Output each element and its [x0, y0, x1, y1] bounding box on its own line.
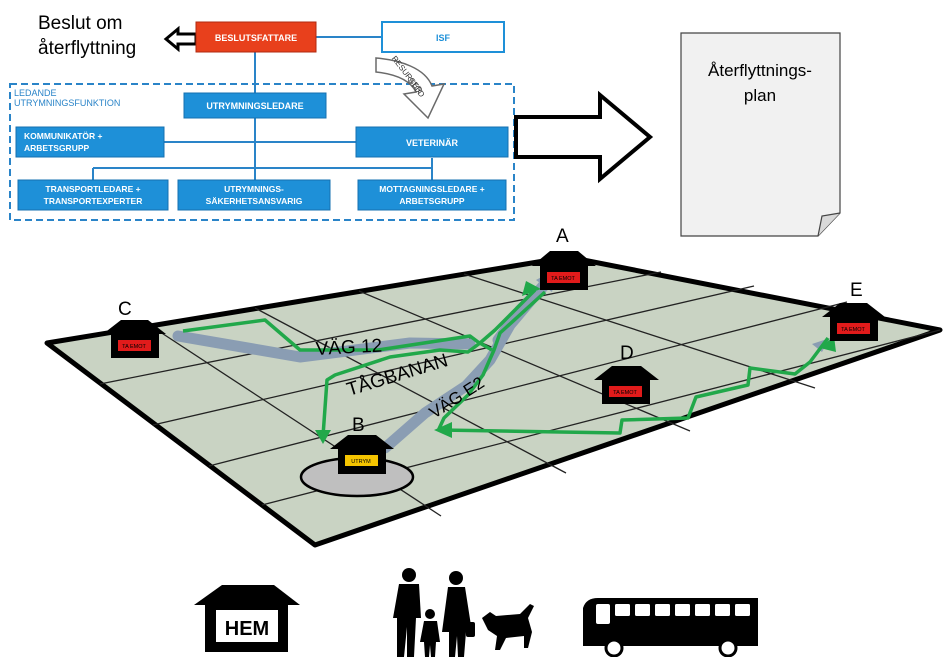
house-b: UTRYM — [330, 435, 394, 474]
decision-label-line2: återflyttning — [38, 38, 136, 59]
evacuation-leader-box — [183, 92, 327, 119]
arrow-left-outline-icon — [163, 25, 198, 53]
house-e: TA EMOT — [822, 303, 885, 341]
house-c-label: C — [118, 299, 132, 320]
reception-label-line1: MOTTAGNINGSLEDARE + — [379, 184, 484, 194]
house-a-label: A — [556, 226, 569, 247]
route-arrow-head-icon — [315, 430, 331, 444]
house-c-sign: TA EMOT — [122, 344, 146, 350]
decision-maker-box — [195, 21, 317, 53]
map-ground — [44, 254, 943, 548]
arrow-right-outline-icon — [514, 90, 654, 184]
house-d-label: D — [620, 343, 634, 364]
home-label: HEM — [225, 618, 269, 640]
transport-leader-box — [17, 179, 169, 211]
transport-label-line1: TRANSPORTLEDARE + — [45, 184, 140, 194]
house-b-label: B — [352, 415, 365, 436]
decision-maker-label: BESLUTSFATTARE — [215, 33, 297, 43]
plan-title-line2: plan — [744, 86, 776, 105]
communicator-label-line1: KOMMUNIKATÖR + — [24, 131, 102, 141]
evacuation-leader-label: UTRYMNINGSLEDARE — [206, 101, 303, 111]
house-d: TA EMOT — [594, 366, 659, 404]
house-d-sign: TA EMOT — [613, 390, 637, 396]
reception-leader-box — [357, 179, 507, 211]
family-with-dog-icon — [393, 568, 534, 657]
communicator-label-line2: ARBETSGRUPP — [24, 143, 90, 153]
safety-label-line1: UTRYMNINGS- — [224, 184, 284, 194]
house-icon: HEM — [194, 585, 300, 652]
plan-document-fold — [817, 212, 841, 237]
safety-label-line2: SÄKERHETSANSVARIG — [206, 196, 303, 206]
group-title-line2: UTRYMNINGSFUNKTION — [14, 98, 120, 108]
veterinarian-label: VETERINÄR — [406, 138, 459, 148]
transport-label-line2: TRANSPORTEXPERTER — [44, 196, 143, 206]
road-label-12: VÄG 12 — [315, 336, 383, 360]
safety-officer-box — [177, 179, 331, 211]
veterinarian-box — [355, 126, 509, 158]
communicator-box — [15, 126, 165, 158]
house-a: TA EMOT — [532, 251, 596, 290]
org-connectors — [92, 36, 433, 180]
house-b-sign: UTRYM — [351, 459, 371, 465]
plan-title-line1: Återflyttnings- — [708, 61, 812, 80]
decision-label-line1: Beslut om — [38, 13, 122, 34]
resources-support-arrow — [375, 57, 446, 120]
group-title-line1: LEDANDE — [14, 88, 57, 98]
house-e-label: E — [850, 280, 863, 301]
route-arrow-head-icon — [522, 281, 541, 296]
isf-box — [381, 21, 505, 53]
map: VÄG 12 TÅGBANAN VÄG E2 TA EMOT A TA EMOT… — [44, 226, 943, 548]
house-a-sign: TA EMOT — [551, 276, 575, 282]
route-arrow-head-icon — [434, 422, 452, 438]
reception-label-line2: ARBETSGRUPP — [399, 196, 465, 206]
house-e-sign: TA EMOT — [841, 327, 865, 333]
bus-icon — [583, 598, 758, 657]
house-c: TA EMOT — [103, 320, 166, 358]
isf-label: ISF — [436, 33, 451, 43]
map-routes — [182, 288, 830, 437]
